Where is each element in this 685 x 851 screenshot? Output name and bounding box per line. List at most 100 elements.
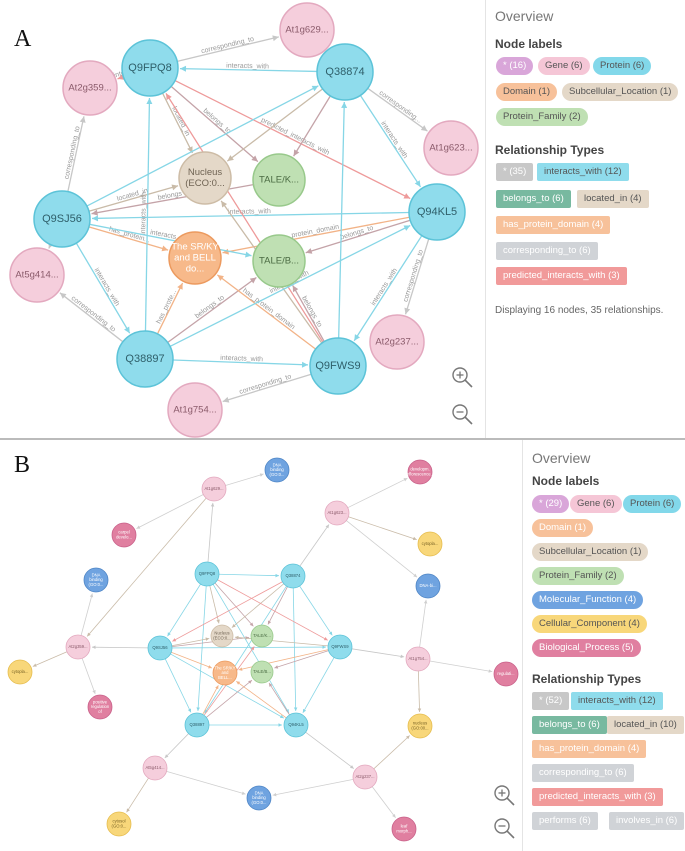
edge-interacts-with[interactable]	[197, 585, 207, 712]
edge-belongs-to[interactable]	[293, 95, 331, 157]
node-circle[interactable]	[7, 659, 33, 685]
edge-interacts-with[interactable]	[218, 573, 280, 577]
rel-chip-performs[interactable]: performs (6)	[532, 812, 598, 830]
rel-chip-interacts-with[interactable]: interacts_with (12)	[571, 692, 663, 710]
node-family[interactable]: TALE/B...	[250, 660, 274, 684]
node-circle[interactable]	[142, 755, 168, 781]
node-family[interactable]: TALE/B...	[252, 234, 306, 288]
node-gene[interactable]: At2g237...	[352, 764, 378, 790]
edge-predicted-interacts-with[interactable]	[172, 581, 283, 642]
node-gene[interactable]: At1g623...	[324, 500, 350, 526]
node-circle[interactable]	[369, 314, 425, 370]
edge-interacts-with[interactable]	[86, 85, 319, 207]
node-circle[interactable]	[111, 522, 137, 548]
node-circle[interactable]	[210, 624, 234, 648]
node-protein[interactable]: Q9FPQ8	[121, 39, 179, 97]
node-chip-biological-process[interactable]: Biological_Process (5)	[532, 639, 641, 657]
rel-chip-predicted-interacts-with[interactable]: predicted_interacts_with (3)	[532, 788, 663, 806]
node-bp[interactable]: regulati...	[493, 661, 519, 687]
node-protein[interactable]: Q9FPQ8	[194, 561, 220, 587]
edge-corresponding-to[interactable]	[164, 733, 189, 759]
edge-interacts-with[interactable]	[89, 223, 252, 257]
node-mf[interactable]: DNA-bi...	[415, 573, 441, 599]
edge-located-in[interactable]	[226, 88, 324, 162]
graph-canvas-a[interactable]: interacts_withcorresponding_topredicted_…	[0, 0, 485, 440]
node-circle[interactable]	[352, 764, 378, 790]
node-circle[interactable]	[168, 231, 222, 285]
edge-performs[interactable]	[346, 520, 418, 578]
rel-chip-involves-in[interactable]: involves_in (6)	[609, 812, 685, 830]
node-circle[interactable]	[252, 153, 306, 207]
edge-located-in[interactable]	[86, 497, 207, 637]
node-protein[interactable]: Q94KL5	[283, 712, 309, 738]
node-circle[interactable]	[87, 694, 113, 720]
edge-corresponding-to[interactable]	[404, 238, 430, 315]
node-chip-protein[interactable]: Protein (6)	[593, 57, 652, 75]
node-circle[interactable]	[415, 573, 441, 599]
node-circle[interactable]	[62, 60, 118, 116]
node-circle[interactable]	[417, 531, 443, 557]
edge-has-protein-domain[interactable]	[202, 685, 219, 715]
node-circle[interactable]	[250, 624, 274, 648]
node-family[interactable]: TALE/K...	[252, 153, 306, 207]
node-circle[interactable]	[407, 459, 433, 485]
rel-chip-corresponding-to[interactable]: corresponding_to (6)	[532, 764, 634, 782]
node-chip-protein[interactable]: Protein (6)	[623, 495, 682, 513]
edge-corresponding-to[interactable]	[67, 116, 85, 192]
node-cc[interactable]: cytopla...	[417, 531, 443, 557]
edge-belongs-to[interactable]	[171, 637, 250, 647]
edge-interacts-with[interactable]	[144, 97, 151, 332]
edge-corresponding-to[interactable]	[177, 36, 279, 63]
edge-interacts-with[interactable]	[75, 242, 131, 334]
node-gene[interactable]: At5g414...	[9, 247, 65, 303]
edge-corresponding-to[interactable]	[351, 648, 405, 658]
edge-located-in[interactable]	[171, 638, 210, 647]
node-circle[interactable]	[65, 634, 91, 660]
edge-interacts-with[interactable]	[353, 235, 423, 342]
node-chip-subcellular-location[interactable]: Subcellular_Location (1)	[532, 543, 649, 561]
node-circle[interactable]	[116, 330, 174, 388]
node-circle[interactable]	[250, 660, 274, 684]
node-circle[interactable]	[121, 39, 179, 97]
node-protein[interactable]: Q9FWS9	[309, 337, 367, 395]
node-bp[interactable]: developm.inflorescence...	[406, 459, 434, 485]
edge-involves-in[interactable]	[347, 477, 408, 509]
edge-performs[interactable]	[80, 593, 93, 636]
edge-belongs-to[interactable]	[206, 679, 253, 718]
edge-interacts-with[interactable]	[204, 585, 287, 714]
rel-chip-belongs-to[interactable]: belongs_to (6)	[532, 716, 607, 734]
edge-involves-in[interactable]	[81, 658, 96, 694]
rel-chip-located-in[interactable]: located_in (4)	[577, 190, 649, 208]
node-chip-protein-family[interactable]: Protein_Family (2)	[496, 108, 588, 126]
edge-corresponding-to[interactable]	[299, 524, 330, 567]
edge-involves-in[interactable]	[371, 786, 396, 819]
edge-corresponding-to[interactable]	[59, 292, 124, 343]
node-mf[interactable]: DNAbinding(GO:0...	[83, 567, 109, 593]
edge-interacts-with[interactable]	[302, 657, 335, 714]
edge-performs[interactable]	[272, 778, 354, 796]
edge-belongs-to[interactable]	[167, 277, 257, 343]
edge-belongs-to[interactable]	[267, 586, 288, 625]
node-protein[interactable]: Q38874	[280, 563, 306, 589]
edge-corresponding-to[interactable]	[207, 502, 214, 563]
node-gene[interactable]: At5g414...	[142, 755, 168, 781]
node-chip-gene[interactable]: Gene (6)	[570, 495, 622, 513]
node-bp[interactable]: leafmorph...	[391, 816, 417, 842]
edge-corresponding-to[interactable]	[222, 373, 312, 403]
node-chip-domain[interactable]: Domain (1)	[532, 519, 593, 537]
node-circle[interactable]	[316, 43, 374, 101]
node-circle[interactable]	[184, 712, 210, 738]
node-location[interactable]: Nucleus(ECO:0...	[178, 151, 232, 205]
node-cc[interactable]: cytosol(GO:0...	[106, 811, 132, 837]
edge-interacts-with[interactable]	[338, 101, 345, 339]
node-protein[interactable]: Q9SJ56	[147, 635, 173, 661]
node-circle[interactable]	[106, 811, 132, 837]
rel-chip-corresponding-to[interactable]: corresponding_to (6)	[496, 242, 598, 260]
node-circle[interactable]	[167, 382, 223, 438]
edge-interacts-with[interactable]	[164, 658, 192, 713]
edge-has-protein-domain[interactable]	[222, 216, 410, 254]
node-gene[interactable]: At1g629...	[279, 2, 335, 58]
node-circle[interactable]	[391, 816, 417, 842]
